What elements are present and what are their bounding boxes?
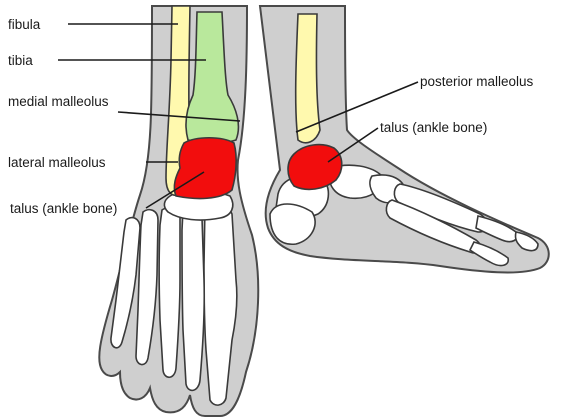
side-view-foot	[260, 6, 549, 272]
label-talus-front: talus (ankle bone)	[10, 201, 117, 216]
label-lateral-malleolus: lateral malleolus	[8, 155, 106, 170]
label-tibia: tibia	[8, 53, 33, 68]
label-posterior-malleolus: posterior malleolus	[420, 74, 534, 89]
label-talus-side: talus (ankle bone)	[380, 120, 487, 135]
front-view-foot	[99, 6, 258, 416]
side-talus-bone	[288, 145, 342, 190]
front-talus-bone	[174, 138, 236, 199]
label-fibula: fibula	[8, 17, 41, 32]
label-medial-malleolus: medial malleolus	[8, 94, 109, 109]
